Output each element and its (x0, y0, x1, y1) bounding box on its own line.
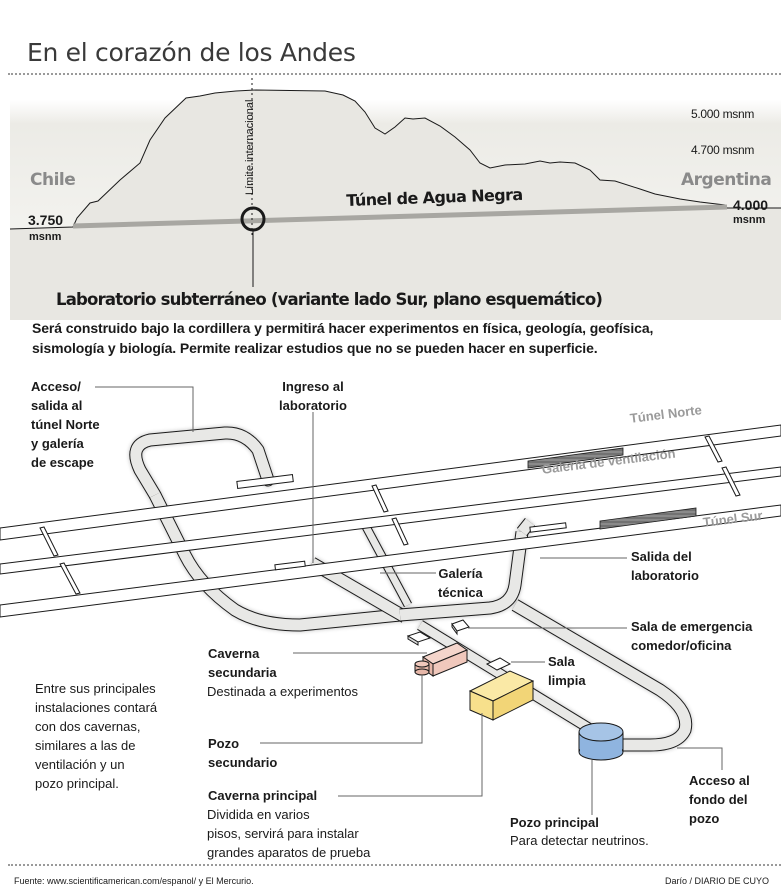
callout-line: técnica (438, 585, 483, 600)
side-note-line: con dos cavernas, (35, 719, 141, 734)
lab-description-line-1: Será construido bajo la cordillera y per… (32, 320, 654, 336)
main-cavern (468, 670, 535, 721)
secondary-shaft (414, 660, 430, 676)
callout-line: Galería (438, 566, 483, 581)
leader-lines (95, 386, 723, 815)
side-note-line: instalaciones contará (35, 700, 158, 715)
side-note-line: pozo principal. (35, 776, 119, 791)
rooms (406, 619, 624, 761)
callout-line: Acceso al (689, 773, 750, 788)
side-note-line: ventilación y un (35, 757, 125, 772)
infographic-title: En el corazón de los Andes (27, 38, 356, 67)
hatched-section-norte (527, 447, 624, 469)
description-line: grandes aparatos de prueba (207, 845, 371, 860)
callout-line: túnel Norte (31, 417, 100, 432)
cross-passage (59, 562, 81, 595)
footer-divider (8, 864, 781, 866)
south-exit-niche (529, 522, 567, 533)
description-line: Dividida en varios (207, 807, 310, 822)
callout-lab-exit: Salida del laboratorio (631, 547, 699, 585)
callout-lab-entry: Ingreso al laboratorio (273, 377, 353, 415)
callout-technical-gallery: Galería técnica (438, 564, 483, 602)
side-note: Entre sus principales instalaciones cont… (35, 679, 157, 793)
title-divider (8, 73, 781, 75)
elevation-right-unit: msnm (733, 214, 766, 226)
callout-line: salida al (31, 398, 83, 413)
callout-line: Acceso/ (31, 379, 81, 394)
callout-main-shaft: Pozo principal (510, 815, 599, 830)
author-credit: Darío / DIARIO DE CUYO (665, 876, 770, 886)
callout-line: pozo (689, 811, 720, 826)
side-note-line: similares a las de (35, 738, 136, 753)
main-shaft (578, 722, 624, 761)
description-line: pisos, servirá para instalar (207, 826, 359, 841)
leader-secondary-shaft (260, 675, 423, 744)
tunnel-sur (0, 504, 781, 618)
leader-main-cavern (338, 713, 483, 797)
country-label-chile: Chile (30, 170, 76, 190)
leader-shaft-bottom (677, 747, 723, 770)
reference-level-4700: 4.700 msnm (691, 143, 755, 157)
cross-passage (39, 526, 59, 557)
callout-line: laboratorio (279, 398, 347, 413)
secondary-cavern-description: Destinada a experimentos (207, 684, 359, 699)
callout-line: Ingreso al (282, 379, 344, 394)
clean-room (485, 657, 512, 671)
cross-passage (371, 484, 389, 513)
callout-secondary-shaft: Pozo secundario (208, 734, 277, 772)
cross-passage (721, 466, 741, 497)
lab-section-title: Laboratorio subterráneo (variante lado S… (56, 290, 603, 309)
source-credit: Fuente: www.scientificamerican.com/espan… (14, 876, 254, 886)
elevation-right-value: 4.000 (733, 197, 769, 213)
ventilation-gallery (0, 466, 781, 575)
leader-access-north (95, 386, 194, 432)
callout-line: laboratorio (631, 568, 699, 583)
elevation-left-unit: msnm (29, 231, 62, 243)
callout-shaft-bottom-access: Acceso al fondo del pozo (689, 771, 750, 828)
lab-description-line-2: sismología y biología. Permite realizar … (32, 340, 598, 356)
hatched-section-sur (599, 507, 697, 530)
callout-line: de escape (31, 455, 94, 470)
callout-line: y galería (31, 436, 84, 451)
callout-line: secundario (208, 755, 278, 770)
callout-access-north: Acceso/ salida al túnel Norte y galería … (31, 377, 100, 472)
callout-line: Sala (548, 654, 575, 669)
callout-line: Sala de emergencia (631, 619, 753, 634)
reference-level-5000: 5.000 msnm (691, 107, 755, 121)
callout-clean-room: Sala limpia (548, 652, 586, 690)
main-shaft-description: Para detectar neutrinos. (510, 833, 649, 848)
mountain-profile (9, 78, 781, 320)
main-cavern-description: Dividida en varios pisos, servirá para i… (207, 805, 370, 862)
secondary-cavern (421, 642, 469, 677)
mountain-outline (9, 89, 781, 230)
callout-line: Pozo (208, 736, 240, 751)
north-niche (236, 474, 294, 489)
mountain-silhouette (10, 90, 781, 320)
callout-line: secundaria (208, 665, 277, 680)
callout-line: limpia (548, 673, 586, 688)
callout-main-cavern: Caverna principal (208, 788, 318, 803)
callout-line: comedor/oficina (631, 638, 732, 653)
lab-description: Será construido bajo la cordillera y per… (32, 318, 772, 358)
tunnel-line (72, 204, 728, 229)
cross-passage (704, 435, 723, 463)
galleries (129, 426, 693, 752)
side-note-line: Entre sus principales (35, 681, 156, 696)
callout-line: Salida del (631, 549, 692, 564)
country-label-argentina: Argentina (681, 170, 772, 190)
south-entry-niche (274, 560, 306, 571)
main-tunnels (0, 424, 781, 618)
elevation-left-value: 3.750 (28, 212, 64, 228)
callout-line: fondo del (689, 792, 748, 807)
callout-emergency-room: Sala de emergencia comedor/oficina (631, 617, 752, 655)
callout-line: Caverna (208, 646, 260, 661)
cross-passage (391, 517, 409, 546)
callout-secondary-cavern: Caverna secundaria (208, 644, 277, 682)
